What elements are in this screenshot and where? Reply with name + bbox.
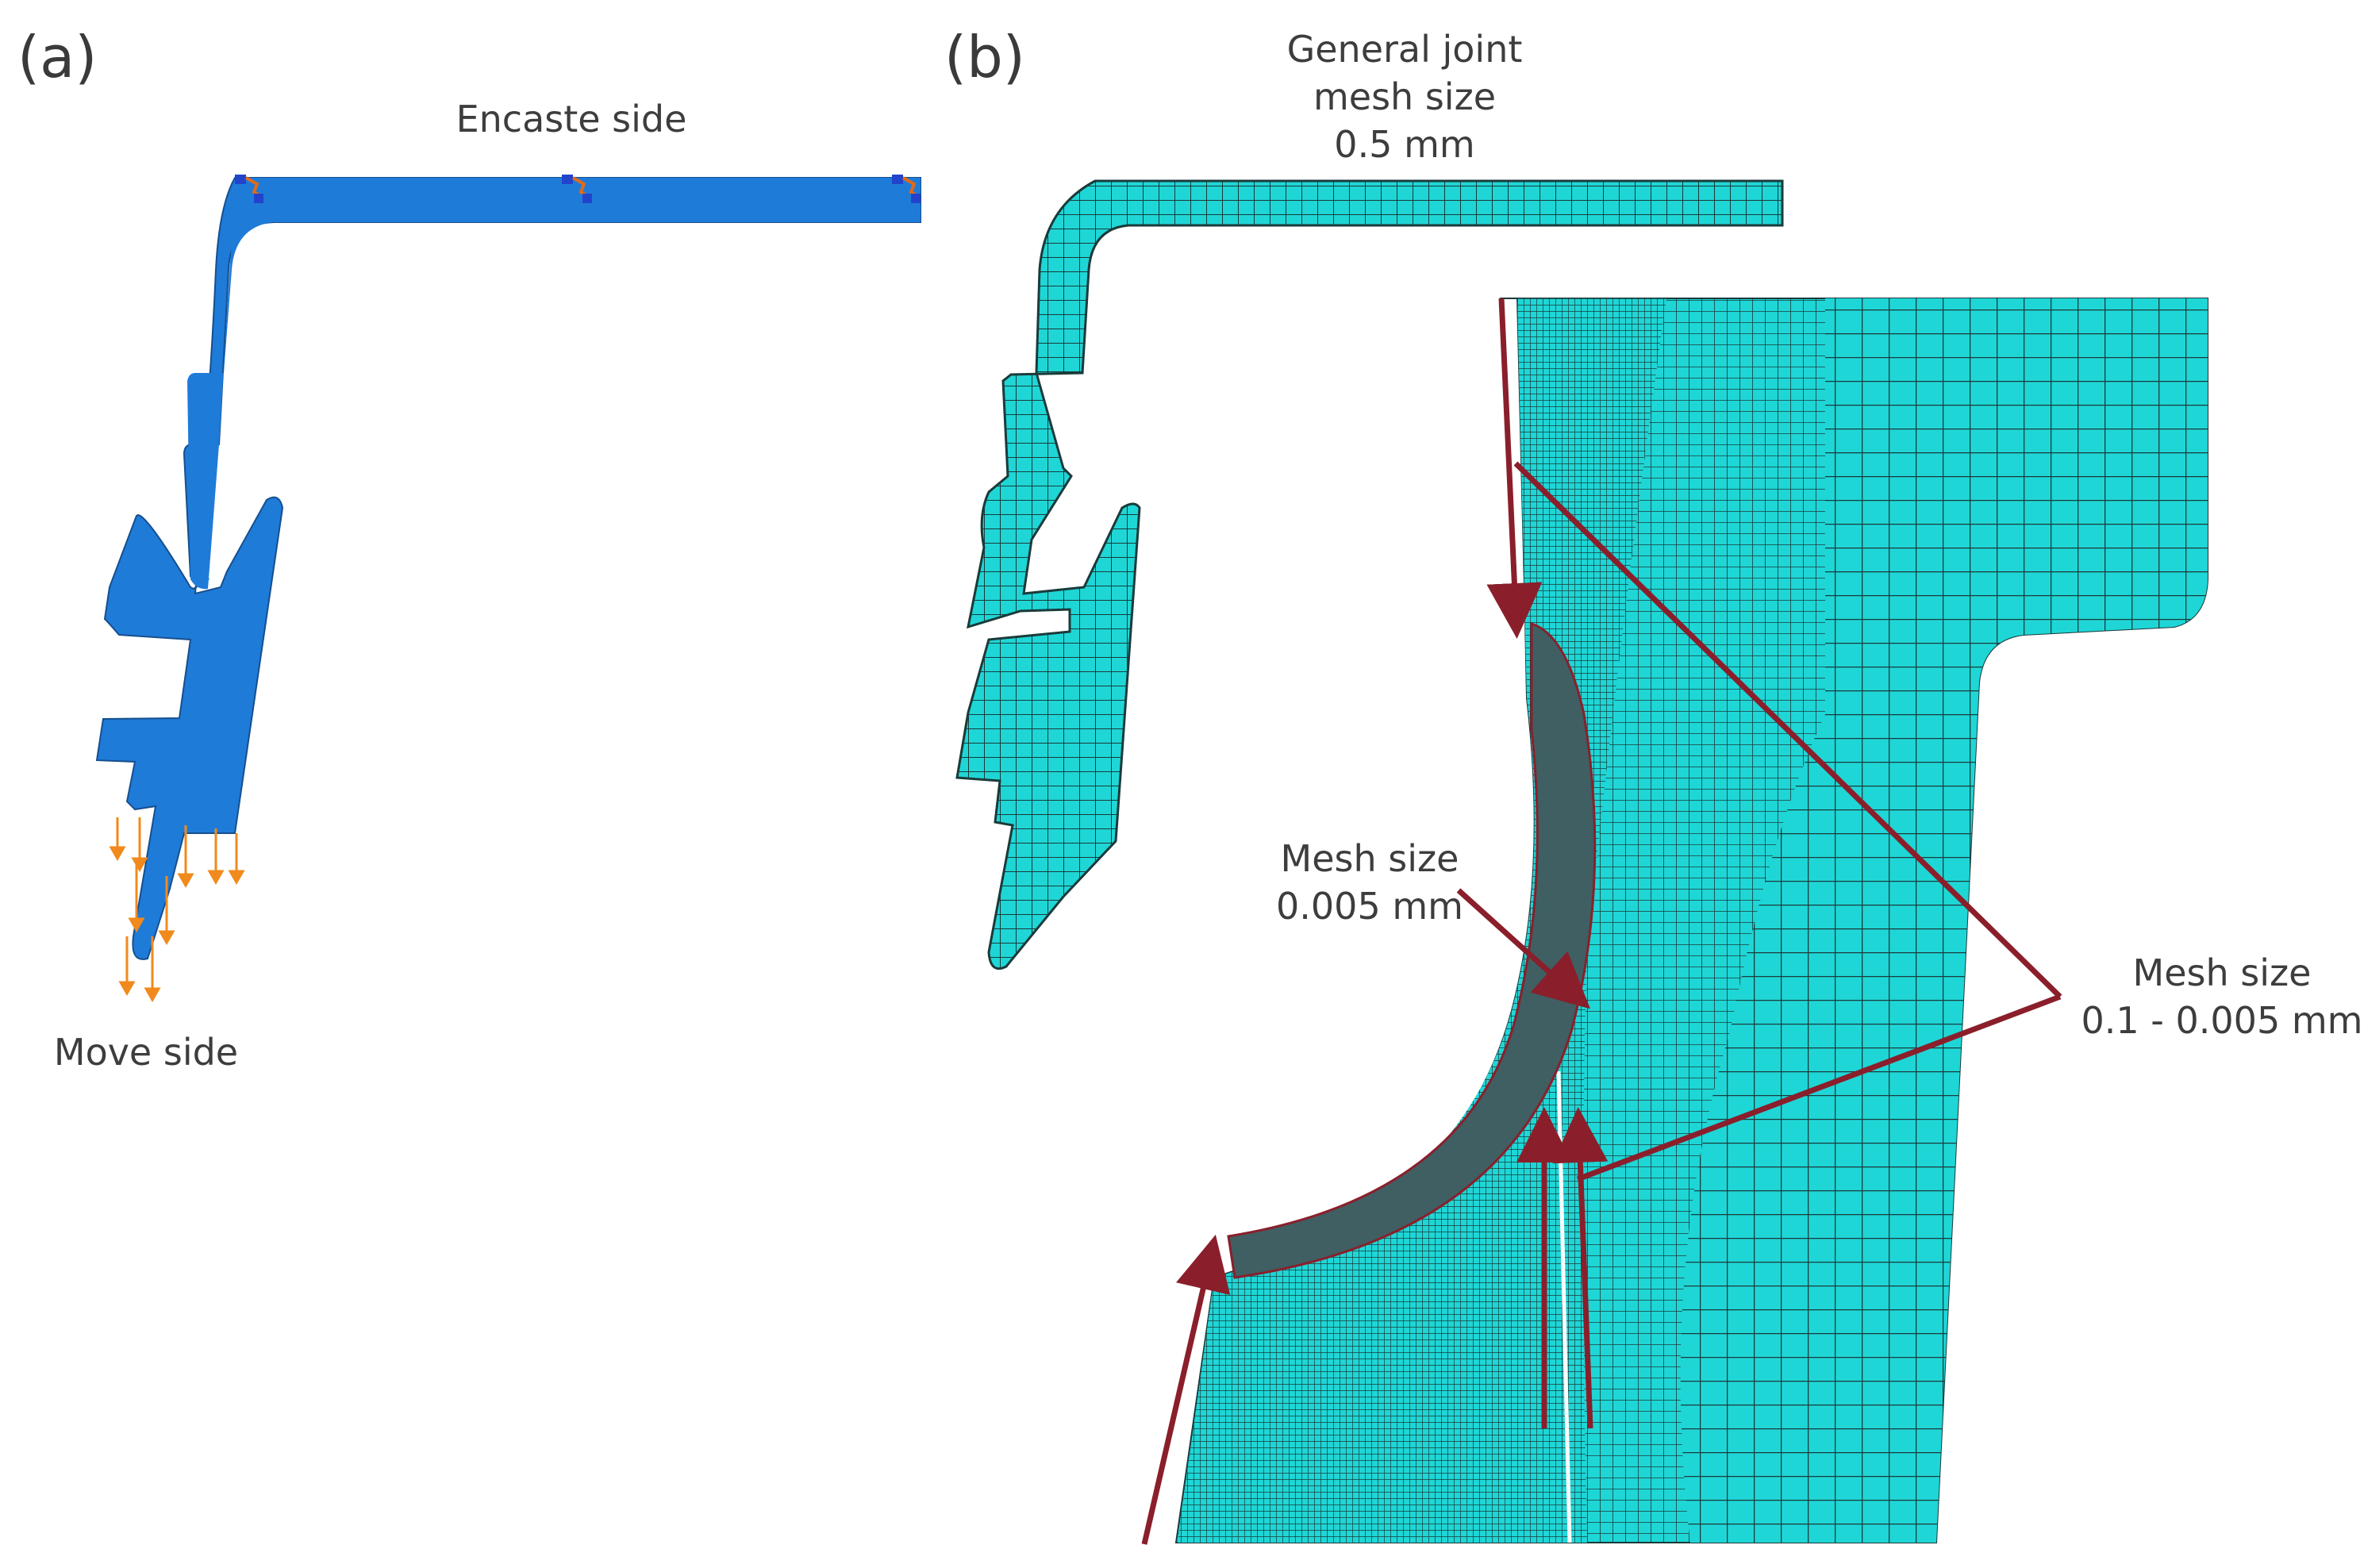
general-mesh-label-2: mesh size [1313, 75, 1497, 118]
panel-a-label: (a) [17, 24, 98, 90]
displacement-arrows-icon [109, 817, 245, 1003]
fine-mesh-label-2: 0.005 mm [1276, 885, 1463, 928]
part-a-arm [187, 178, 921, 590]
encaste-side-label: Encaste side [456, 98, 687, 140]
general-mesh-label-1: General joint [1286, 28, 1523, 71]
general-mesh-label-3: 0.5 mm [1334, 123, 1475, 166]
coarse-mesh-region [1680, 298, 2208, 1543]
fine-band [1227, 621, 1597, 1279]
move-side-label: Move side [53, 1031, 239, 1074]
panel-b-label: (b) [944, 24, 1025, 90]
annotation-arrows [1141, 298, 2062, 1545]
part-a-shape [184, 178, 921, 594]
fine-mesh-label-1: Mesh size [1280, 837, 1459, 880]
range-mesh-label-2: 0.1 - 0.005 mm [2081, 999, 2363, 1042]
part-b-mesh [955, 179, 1784, 970]
encastre-icon [235, 175, 921, 203]
part-a-body [95, 177, 921, 960]
range-mesh-label-1: Mesh size [2132, 951, 2312, 994]
